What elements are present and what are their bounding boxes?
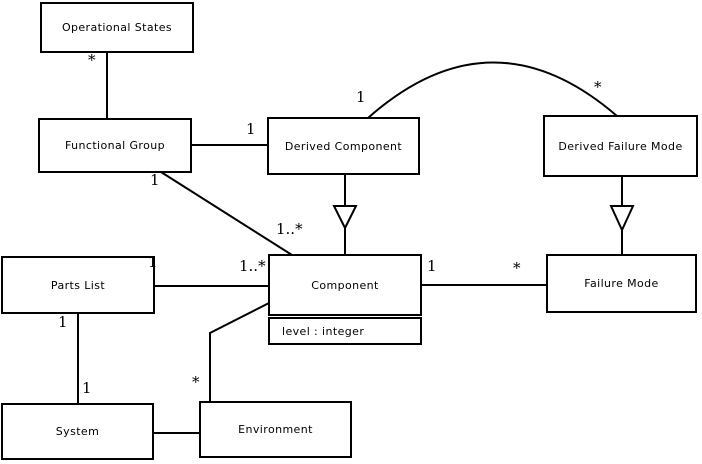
multiplicity-derived-component-arc-end: 1 (356, 88, 366, 106)
class-box-environment: Environment (199, 401, 352, 458)
class-label: Operational States (61, 21, 173, 34)
generalization-triangle-icon (609, 205, 635, 233)
class-box-operational-states: Operational States (40, 2, 194, 53)
class-label: Component (311, 278, 379, 292)
multiplicity-component-left-end: 1..* (239, 257, 266, 275)
multiplicity-operational-states-end: * (88, 51, 96, 69)
class-label: Environment (238, 423, 313, 436)
class-attribute: level : integer (282, 324, 365, 338)
multiplicity-functional-group-end: 1 (150, 171, 160, 189)
generalization-triangle-icon (332, 205, 358, 231)
class-label: Failure Mode (584, 277, 659, 290)
class-box-system: System (1, 403, 154, 460)
edge-functional-group-component (160, 171, 293, 256)
class-attribute-compartment-component: level : integer (268, 317, 422, 345)
class-box-derived-component: Derived Component (267, 117, 420, 175)
class-label: Functional Group (65, 139, 165, 152)
class-label: Parts List (50, 278, 106, 292)
multiplicity-derived-failure-mode-arc-end: * (594, 78, 602, 96)
class-box-derived-failure-mode: Derived Failure Mode (543, 115, 698, 177)
multiplicity-component-right-end: 1 (427, 257, 437, 275)
multiplicity-parts-list-bottom-end: 1 (58, 313, 68, 331)
class-box-failure-mode: Failure Mode (546, 254, 697, 313)
class-box-functional-group: Functional Group (38, 118, 192, 173)
multiplicity-system-end: 1 (82, 379, 92, 397)
multiplicity-environment-end: * (192, 373, 200, 391)
class-label: Derived Component (284, 139, 403, 153)
edge-environment-component (209, 302, 270, 402)
class-label: Derived Failure Mode (558, 139, 683, 153)
multiplicity-component-end: 1..* (276, 220, 303, 238)
multiplicity-derived-component-end: 1 (246, 120, 256, 138)
multiplicity-parts-list-end: 1 (148, 253, 158, 271)
class-box-component: Component (268, 254, 422, 316)
class-box-parts-list: Parts List (1, 256, 155, 314)
edge-derived-component-derived-failure-mode-arc (367, 61, 618, 119)
class-label: System (55, 425, 100, 438)
multiplicity-failure-mode-end: * (513, 259, 521, 277)
